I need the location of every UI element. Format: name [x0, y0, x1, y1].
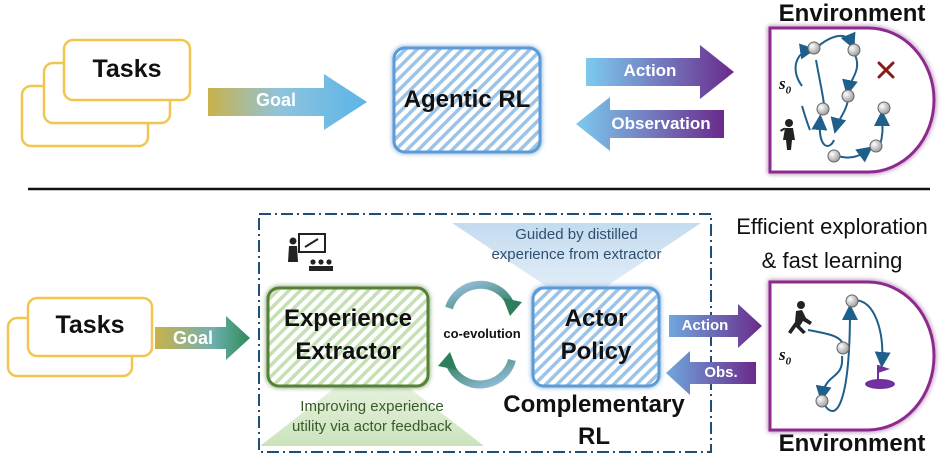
standing-person-icon: [780, 119, 795, 150]
bottom-environment-frame: [768, 280, 936, 432]
agentic-rl-label: Agentic RL: [403, 86, 531, 113]
golf-flag-icon: [865, 365, 895, 389]
bottom-goal-label: Goal: [172, 328, 213, 348]
bottom-task-stack: [6, 296, 154, 378]
x-mark-icon: [877, 61, 895, 79]
agentic-rl-box: [392, 46, 542, 154]
improving-feedback-shape: [260, 387, 484, 446]
complementary-rl-line-2: RL: [578, 423, 610, 450]
guided-feedback-shape: [452, 223, 701, 288]
bottom-tasks-label: Tasks: [55, 311, 125, 339]
guided-text-line-2: experience from extractor: [491, 246, 662, 263]
start-state-subscript: 0: [785, 84, 792, 97]
running-person-icon: [788, 301, 812, 334]
efficient-text-line-1: Efficient exploration: [736, 214, 928, 239]
start-state-subscript: 0: [785, 355, 792, 368]
bottom-obs-arrow: [666, 351, 756, 395]
top-action-label: Action: [623, 61, 677, 80]
co-evolution-cycle-icon: [438, 280, 522, 389]
top-observation-arrow: [576, 97, 724, 151]
bottom-environment-paths: [807, 299, 891, 412]
experience-extractor-box: [266, 286, 430, 388]
bottom-goal-arrow: [155, 316, 250, 360]
bottom-action-arrow: [669, 304, 762, 348]
top-task-stack: [20, 38, 192, 148]
complementary-rl-line-1: Complementary: [503, 391, 685, 418]
bottom-environment-title: Environment: [778, 430, 926, 457]
top-environment-paths: [794, 31, 891, 163]
start-state-symbol: s: [779, 345, 786, 364]
bottom-start-state-label: s0: [779, 345, 791, 367]
top-goal-label: Goal: [255, 90, 296, 110]
experience-extractor-line-1: Experience: [283, 305, 413, 332]
top-tasks-label: Tasks: [92, 55, 162, 83]
actor-policy-line-1: Actor: [564, 305, 628, 332]
bottom-obs-label: Obs.: [704, 364, 738, 381]
bottom-environment-states: [815, 294, 859, 408]
efficient-text-line-2: & fast learning: [761, 248, 903, 273]
top-environment-title: Environment: [778, 0, 926, 27]
top-observation-label: Observation: [611, 114, 711, 133]
guided-text-line-1: Guided by distilled: [515, 226, 638, 243]
actor-policy-line-2: Policy: [560, 338, 632, 365]
improving-text-line-1: Improving experience: [300, 398, 444, 415]
complementary-rl-frame: [258, 213, 712, 453]
top-environment-states: [807, 41, 891, 163]
bottom-action-label: Action: [681, 317, 729, 334]
top-start-state-label: s0: [779, 74, 791, 96]
top-goal-arrow: [208, 74, 367, 130]
top-action-arrow: [586, 45, 734, 99]
actor-policy-box: [531, 286, 661, 388]
co-evolution-label: co-evolution: [443, 326, 521, 341]
presentation-teacher-icon: [288, 233, 333, 271]
start-state-symbol: s: [779, 74, 786, 93]
experience-extractor-line-2: Extractor: [295, 338, 401, 365]
improving-text-line-2: utility via actor feedback: [291, 418, 453, 435]
